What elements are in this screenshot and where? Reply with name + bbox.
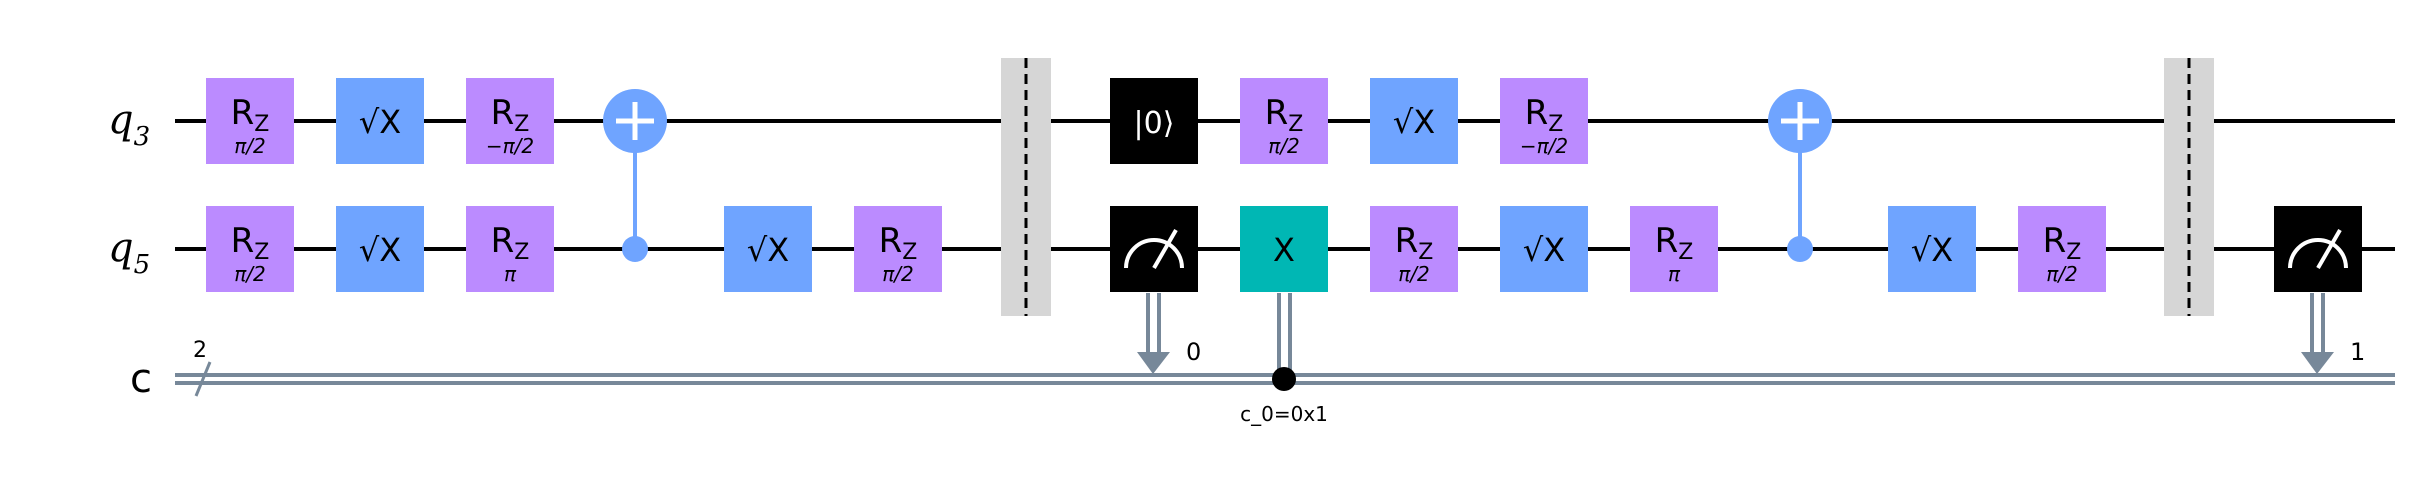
measure-arrow-0 [1137,293,1170,374]
svg-text:√X: √X [747,231,789,269]
rz-gate-q5-4: RZ π/2 [1370,206,1458,292]
svg-text:RZ: RZ [491,93,530,137]
svg-text:π/2: π/2 [234,262,266,286]
rz-gate-q5-6: RZ π/2 [2018,206,2106,292]
svg-text:π/2: π/2 [2046,262,2078,286]
rz-gate-q3-4: RZ −π/2 [1500,78,1588,164]
barrier-2 [2164,58,2214,316]
svg-text:RZ: RZ [879,221,918,265]
rz-gate-q5-1: RZ π/2 [206,206,294,292]
svg-text:RZ: RZ [491,221,530,265]
svg-text:RZ: RZ [1395,221,1434,265]
cx-gate-1 [603,89,667,262]
svg-text:π/2: π/2 [1268,134,1300,158]
condition-label: c_0=0x1 [1240,402,1328,426]
svg-text:RZ: RZ [1265,93,1304,137]
rz-gate-q3-3: RZ π/2 [1240,78,1328,164]
control-dot [622,236,648,262]
svg-text:RZ: RZ [1525,93,1564,137]
svg-text:√X: √X [1911,231,1953,269]
measure-bit-label-1: 1 [2350,338,2365,366]
rz-gate-q5-5: RZ π [1630,206,1718,292]
svg-text:π/2: π/2 [1398,262,1430,286]
svg-text:√X: √X [359,103,401,141]
reset-gate-q3: |0⟩ [1110,78,1198,164]
register-label-q5: q5 [108,225,150,280]
svg-text:√X: √X [359,231,401,269]
rz-gate-q5-3: RZ π/2 [854,206,942,292]
register-label-c: c [130,356,152,402]
svg-text:RZ: RZ [1655,221,1694,265]
svg-text:−π/2: −π/2 [486,134,534,158]
barrier-1 [1001,58,1051,316]
bus-slash [194,361,212,397]
measure-arrow-1 [2301,293,2334,374]
svg-text:π/2: π/2 [882,262,914,286]
sx-gate-q5-4: √X [1888,206,1976,292]
meter-icon [2288,238,2348,269]
condition-dot [1272,367,1296,391]
svg-text:√X: √X [1523,231,1565,269]
sx-gate-q3-1: √X [336,78,424,164]
svg-text:RZ: RZ [231,93,270,137]
svg-text:π: π [504,262,517,286]
register-size-c: 2 [193,338,207,363]
svg-text:X: X [1273,231,1295,269]
sx-gate-q5-1: √X [336,206,424,292]
svg-text:π: π [1668,262,1681,286]
svg-text:√X: √X [1393,103,1435,141]
svg-text:π/2: π/2 [234,134,266,158]
rz-gate-q3-1: RZ π/2 [206,78,294,164]
sx-gate-q3-2: √X [1370,78,1458,164]
condition-connector [1272,293,1296,391]
measure-gate-1 [1110,206,1198,292]
svg-text:RZ: RZ [231,221,270,265]
sx-gate-q5-2: √X [724,206,812,292]
meter-icon [1124,238,1184,269]
svg-text:−π/2: −π/2 [1520,134,1568,158]
register-label-q3: q3 [108,97,150,152]
svg-text:RZ: RZ [2043,221,2082,265]
svg-text:|0⟩: |0⟩ [1134,106,1175,141]
measure-gate-2 [2274,206,2362,292]
rz-gate-q3-2: RZ −π/2 [466,78,554,164]
sx-gate-q5-3: √X [1500,206,1588,292]
cx-gate-2 [1768,89,1832,262]
measure-bit-label-0: 0 [1186,338,1201,366]
rz-gate-q5-2: RZ π [466,206,554,292]
control-dot [1787,236,1813,262]
x-gate-conditional: X [1240,206,1328,292]
